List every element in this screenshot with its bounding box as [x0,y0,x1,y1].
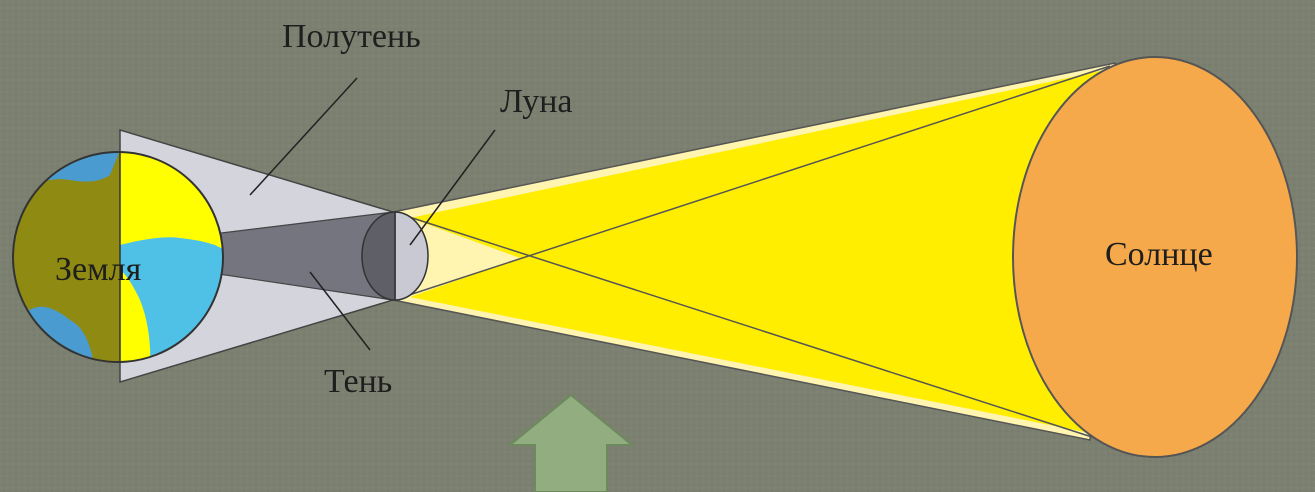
label-umbra: Тень [324,363,392,400]
label-earth: Земля [55,251,142,288]
label-moon: Луна [500,83,573,120]
label-sun: Солнце [1105,236,1213,273]
moon [362,212,428,300]
label-penumbra: Полутень [282,18,421,55]
